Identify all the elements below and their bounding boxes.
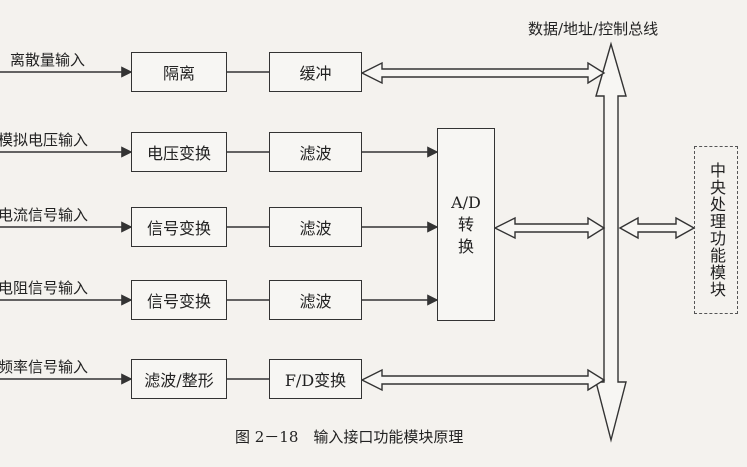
fd-converter-block: F/D变换 xyxy=(269,359,362,399)
bus-label: 数据/地址/控制总线 xyxy=(528,20,659,38)
figure-caption: 图 2－18 输入接口功能模块原理 xyxy=(235,428,464,446)
ad-label-line2: 转 xyxy=(457,214,474,234)
filter-shaping-block: 滤波/整形 xyxy=(131,359,227,399)
signal-transform-block-2: 信号变换 xyxy=(131,280,227,320)
input-label-current: 电流信号输入 xyxy=(0,206,89,224)
buffer-bus-arrow xyxy=(360,61,606,85)
ad-label-line1: A/D xyxy=(451,192,481,212)
signal-transform-block-1: 信号变换 xyxy=(131,207,227,247)
cpu-module-label: 中央处理功能模块 xyxy=(707,162,726,298)
ad-bus-arrow xyxy=(493,216,606,240)
input-label-voltage: 模拟电压输入 xyxy=(0,131,89,149)
filter-block-3: 滤波 xyxy=(269,280,362,320)
system-bus-arrow xyxy=(595,41,627,443)
fd-bus-arrow xyxy=(360,368,606,392)
cpu-module-block: 中央处理功能模块 xyxy=(694,146,738,314)
bus-cpu-arrow xyxy=(618,216,696,240)
input-label-resistance: 电阻信号输入 xyxy=(0,279,89,297)
input-label-frequency: 频率信号输入 xyxy=(0,358,89,376)
input-label-discrete: 离散量输入 xyxy=(10,51,86,69)
isolation-block: 隔离 xyxy=(131,52,227,92)
ad-label-line3: 换 xyxy=(457,236,474,256)
buffer-block: 缓冲 xyxy=(269,52,362,92)
voltage-transform-block: 电压变换 xyxy=(131,132,227,172)
filter-block-2: 滤波 xyxy=(269,207,362,247)
ad-converter-block: A/D 转 换 xyxy=(437,128,495,321)
filter-block-1: 滤波 xyxy=(269,132,362,172)
